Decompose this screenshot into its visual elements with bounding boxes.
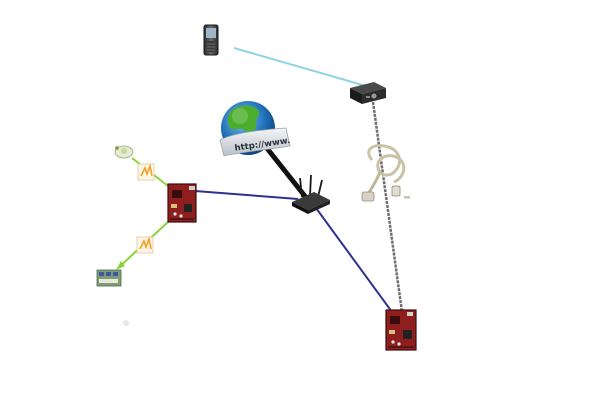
- controller-board-icon[interactable]: [167, 183, 197, 223]
- wifi-router-icon[interactable]: [292, 174, 330, 214]
- serial-cable-icon[interactable]: [361, 144, 410, 202]
- internet-globe-icon[interactable]: http://www.: [219, 101, 291, 157]
- wireless-signal-icon: [137, 163, 155, 181]
- cellular-link-line: [233, 47, 367, 87]
- serial-link-line: [371, 101, 404, 313]
- cellular-modem-icon[interactable]: [350, 82, 386, 104]
- faint-dot: [123, 320, 129, 326]
- lan-link-line-left: [194, 190, 299, 200]
- mobile-phone-icon[interactable]: [203, 24, 219, 56]
- arrow-head-icon: [116, 261, 125, 270]
- io-module-icon[interactable]: [96, 269, 122, 287]
- wireless-signal-icon: [136, 236, 154, 254]
- lan-link-line-right: [315, 207, 393, 313]
- controller-board-icon[interactable]: [385, 309, 417, 351]
- wireless-sensor-icon[interactable]: [114, 145, 134, 159]
- internet-link-line: [260, 140, 310, 202]
